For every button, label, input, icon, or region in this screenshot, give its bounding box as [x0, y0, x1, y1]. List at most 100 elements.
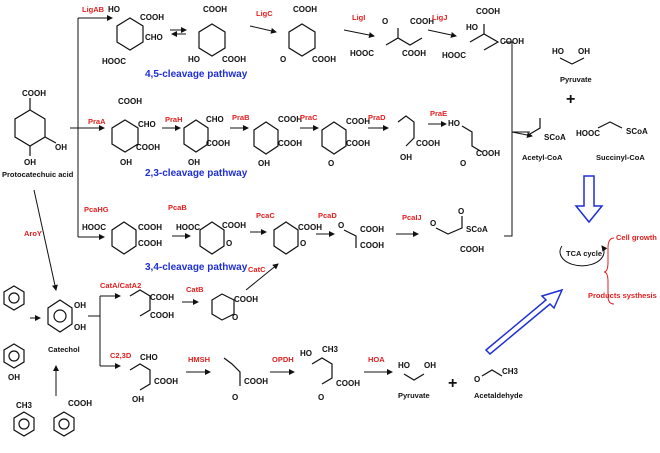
- svg-text:COOH: COOH: [410, 17, 434, 26]
- svg-text:COOH: COOH: [460, 245, 484, 254]
- pathway-title-ortho34: 3,4-cleavage pathway: [145, 262, 248, 273]
- enzyme-pcad: PcaD: [318, 211, 337, 220]
- enzyme-hoa: HOA: [368, 355, 385, 364]
- outcome-brace: [603, 237, 615, 305]
- ortho23-intermediate-1: COOH CHO COOH OH: [111, 97, 160, 167]
- cell-growth-label: Cell growth: [616, 233, 657, 242]
- svg-text:HOOC: HOOC: [102, 57, 126, 66]
- plus-top: +: [566, 91, 575, 108]
- enzyme-ligc: LigC: [256, 9, 273, 18]
- ortho34-intermediate-2: HOOC COOH O: [176, 221, 246, 255]
- svg-text:O: O: [430, 219, 436, 228]
- svg-text:OH: OH: [132, 395, 144, 404]
- svg-text:HO: HO: [448, 119, 460, 128]
- svg-text:COOH: COOH: [293, 5, 317, 14]
- svg-text:HO: HO: [300, 349, 312, 358]
- enzyme-prad: PraD: [368, 113, 386, 122]
- svg-text:COOH: COOH: [336, 379, 360, 388]
- svg-text:O: O: [280, 55, 286, 64]
- pathway-title-ortho23: 2,3-cleavage pathway: [145, 168, 248, 179]
- ortho23-intermediate-3: COOH COOH OH: [253, 115, 302, 168]
- svg-text:O: O: [318, 393, 324, 402]
- svg-text:HO: HO: [552, 47, 564, 56]
- svg-text:HOOC: HOOC: [442, 51, 466, 60]
- plus-bottom: +: [448, 375, 457, 392]
- branch-bracket: [70, 18, 79, 237]
- svg-text:HOOC: HOOC: [350, 49, 374, 58]
- hms-structure: CHO COOH OH: [129, 353, 178, 404]
- svg-text:OH: OH: [578, 47, 590, 56]
- phenol-structure: OH: [3, 343, 25, 382]
- meta-intermediate-3: COOH O COOH: [280, 5, 336, 64]
- protocatechuic-oh-1: OH: [55, 143, 67, 152]
- svg-text:HO: HO: [108, 5, 120, 14]
- svg-text:O: O: [226, 239, 232, 248]
- svg-text:OH: OH: [188, 158, 200, 167]
- svg-text:COOH: COOH: [234, 295, 258, 304]
- enzyme-opdh: OPDH: [272, 355, 294, 364]
- svg-text:COOH: COOH: [150, 311, 174, 320]
- acetaldehyde-label: Acetaldehyde: [474, 391, 523, 400]
- pyruvate-top-structure: HO OH: [552, 47, 590, 65]
- svg-text:O: O: [232, 313, 238, 322]
- svg-text:COOH: COOH: [476, 149, 500, 158]
- svg-text:COOH: COOH: [136, 143, 160, 152]
- meta-intermediate-2: COOH HO COOH: [188, 5, 246, 64]
- svg-text:COOH: COOH: [150, 293, 174, 302]
- svg-text:COOH: COOH: [138, 239, 162, 248]
- svg-text:O: O: [458, 207, 464, 216]
- enzyme-pcahg: PcaHG: [84, 205, 109, 214]
- svg-text:COOH: COOH: [278, 139, 302, 148]
- tca-cycle-arrow: [559, 245, 608, 267]
- enzyme-ligj: LigJ: [432, 13, 447, 22]
- ortho23-intermediate-5: COOH OH: [397, 115, 440, 162]
- blue-arrow-diagonal: [484, 288, 564, 356]
- pyruvate-top-label: Pyruvate: [560, 75, 592, 84]
- svg-text:HOOC: HOOC: [176, 223, 200, 232]
- svg-text:CHO: CHO: [138, 120, 156, 129]
- pathway-title-meta: 4,5-cleavage pathway: [145, 69, 248, 80]
- svg-text:SCoA: SCoA: [466, 225, 488, 234]
- products-synthesis-label: Products systhesis: [588, 291, 657, 300]
- svg-text:HO: HO: [188, 55, 200, 64]
- catechol-label: Catechol: [48, 345, 80, 354]
- svg-text:CH3: CH3: [16, 401, 33, 410]
- enzyme-praa: PraA: [88, 117, 106, 126]
- arrow-aroy: [33, 189, 58, 291]
- svg-text:COOH: COOH: [346, 139, 370, 148]
- svg-text:OH: OH: [74, 301, 86, 310]
- pyruvate-bottom-label: Pyruvate: [398, 391, 430, 400]
- svg-text:COOH: COOH: [416, 139, 440, 148]
- svg-text:CH3: CH3: [322, 345, 339, 354]
- svg-text:COOH: COOH: [138, 223, 162, 232]
- benzene-structure: [3, 285, 25, 311]
- ortho23-intermediate-2: CHO COOH OH: [183, 115, 230, 167]
- enzyme-cata: CatA/CatA2: [100, 281, 141, 290]
- svg-text:COOH: COOH: [68, 399, 92, 408]
- muconate-structure: COOH COOH: [129, 289, 174, 320]
- enzyme-ligab: LigAB: [82, 5, 105, 14]
- catechol-branch: [88, 296, 101, 366]
- svg-text:COOH: COOH: [360, 241, 384, 250]
- svg-text:COOH: COOH: [346, 117, 370, 126]
- ortho34-intermediate-3: COOH O: [273, 221, 322, 255]
- enzyme-prab: PraB: [232, 113, 250, 122]
- svg-text:SCoA: SCoA: [626, 127, 648, 136]
- svg-text:OH: OH: [8, 373, 20, 382]
- tca-cycle-label: TCA cycle: [566, 249, 602, 258]
- svg-text:COOH: COOH: [278, 115, 302, 124]
- svg-text:COOH: COOH: [222, 221, 246, 230]
- svg-text:O: O: [328, 159, 334, 168]
- toluene-structure: CH3: [13, 401, 35, 437]
- arrow-meta-4: [427, 29, 457, 38]
- pyruvate-bottom-structure: HO OH: [398, 361, 436, 381]
- arrow-catc: [245, 263, 279, 291]
- enzyme-c23d: C2,3D: [110, 351, 132, 360]
- svg-text:HO: HO: [466, 23, 478, 32]
- protocatechuic-oh-2: OH: [24, 158, 36, 167]
- svg-text:O: O: [474, 375, 480, 384]
- svg-text:O: O: [382, 17, 388, 26]
- svg-text:COOH: COOH: [402, 49, 426, 58]
- enzyme-pcac: PcaC: [256, 211, 275, 220]
